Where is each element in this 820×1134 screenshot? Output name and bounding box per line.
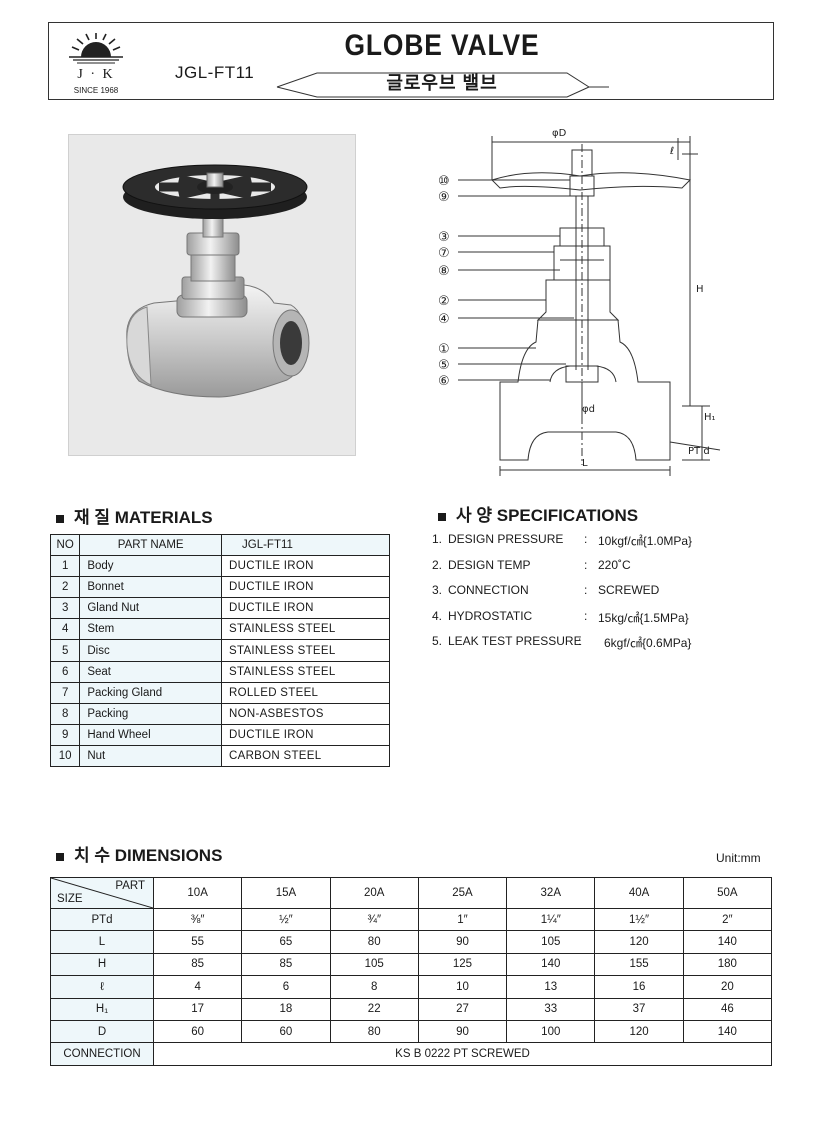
specifications-heading: 사 양 SPECIFICATIONS [438,501,638,526]
col-size: 20A [329,877,419,909]
col-size: 15A [241,877,331,909]
title-english: GLOBE VALVE [344,29,540,62]
connection-row: CONNECTION KS B 0222 PT SCREWED [50,1042,772,1066]
dimensions-heading: 치 수 DIMENSIONS [56,841,222,866]
callout-5: ⑤ [438,358,450,373]
dim-label-h1: H₁ [704,412,716,423]
dimensions-table: PART SIZE 10A 15A 20A 25A 32A 40A 50A PT… [50,877,773,1066]
dim-label-length: L [582,458,588,469]
logo-since: SINCE 1968 [73,86,119,95]
size-part-corner: PART SIZE [50,877,154,909]
dim-label-l: ℓ [670,146,674,157]
col-no: NO [49,533,81,557]
callout-8: ⑧ [438,264,450,279]
dim-label-phi-d: φd [582,404,595,415]
callout-10: ⑩ [438,174,450,189]
model-code: JGL-FT11 [175,63,255,82]
callout-6: ⑥ [438,374,450,389]
col-part-name: PART NAME [79,533,222,557]
callout-9: ⑨ [438,190,450,205]
square-bullet-icon [438,512,446,521]
product-photo [68,134,356,456]
col-size: 32A [506,877,596,909]
col-size: 40A [594,877,684,909]
title-korean: 글로우브 밸브 [386,73,498,93]
diagonal-divider [51,878,153,908]
unit-label: Unit:mm [716,851,761,865]
dim-label-phi-d-top: φD [552,128,567,139]
callout-1: ① [438,342,450,357]
square-bullet-icon [56,852,64,861]
col-size: 25A [417,877,508,909]
table-header-row: NO PART NAME JGL-FT11 [49,533,390,557]
logo-text: J · K [77,67,115,82]
title-decor-lines [276,72,609,98]
dim-label-h: H [696,284,704,295]
valve-cross-section-drawing: φD ℓ H H₁ φd PT d L ⑩ ⑨ ③ ⑦ ⑧ ② ④ ① ⑤ ⑥ [438,128,721,476]
square-bullet-icon [56,514,64,523]
col-size: 50A [682,877,773,909]
company-logo: J · K SINCE 1968 [63,31,129,95]
callout-4: ④ [438,312,450,327]
materials-heading: 재 질 MATERIALS [56,503,213,528]
callout-7: ⑦ [438,246,450,261]
callout-3: ③ [438,230,450,245]
col-model: JGL-FT11 [221,533,390,557]
dim-label-pt-d: PT d [688,446,710,457]
col-size: 10A [152,877,243,909]
callout-2: ② [438,294,450,309]
table-row: PTd ⅜″½″¾″1″1¼″1½″2″ [50,907,773,932]
header-box: J · K SINCE 1968 JGL-FT11 GLOBE VALVE 글로… [48,22,774,100]
table-header-row: PART SIZE 10A 15A 20A 25A 32A 40A 50A [50,877,773,909]
sun-icon [69,33,123,64]
globe-valve-photo [122,164,310,398]
